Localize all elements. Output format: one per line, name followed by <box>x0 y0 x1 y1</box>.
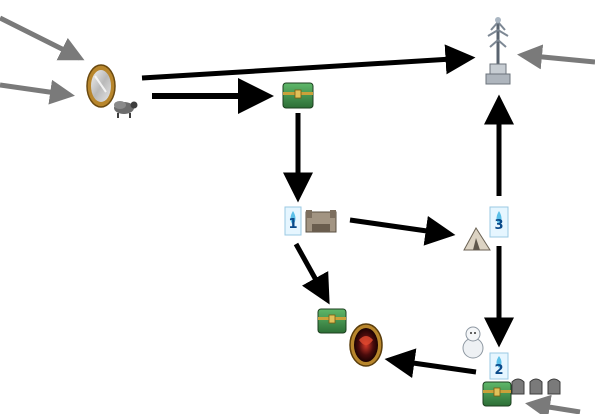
incoming-arrow-top-left <box>0 15 85 61</box>
snowman-icon <box>462 326 484 359</box>
badge-1: 1 <box>284 206 302 236</box>
treasure-chest-icon <box>317 308 347 334</box>
incoming-arrow-bottom-right <box>525 394 581 414</box>
tent-icon <box>463 227 491 251</box>
arrow-node1-to-tent <box>349 215 456 246</box>
magic-mirror-icon <box>86 64 116 108</box>
gravestone-icon <box>511 378 561 395</box>
svg-text:3: 3 <box>494 218 503 233</box>
incoming-arrow-left <box>0 79 75 105</box>
arrow-node2-to-portal <box>384 348 477 379</box>
svg-text:2: 2 <box>494 363 503 378</box>
stone-bridge-icon <box>305 210 337 233</box>
dark-portal-icon <box>349 323 383 367</box>
treasure-chest-icon <box>482 381 512 407</box>
treasure-chest-icon <box>282 82 314 109</box>
sheep-icon <box>114 101 138 118</box>
arrow-mirror-to-shrine <box>141 44 476 81</box>
incoming-arrow-top-right <box>517 44 595 70</box>
badge-3: 3 <box>489 206 509 238</box>
crystal-tree-shrine-icon <box>485 17 511 85</box>
badge-2: 2 <box>489 352 509 380</box>
svg-text:1: 1 <box>288 217 297 232</box>
arrow-node1-to-portal-chest <box>293 242 330 305</box>
